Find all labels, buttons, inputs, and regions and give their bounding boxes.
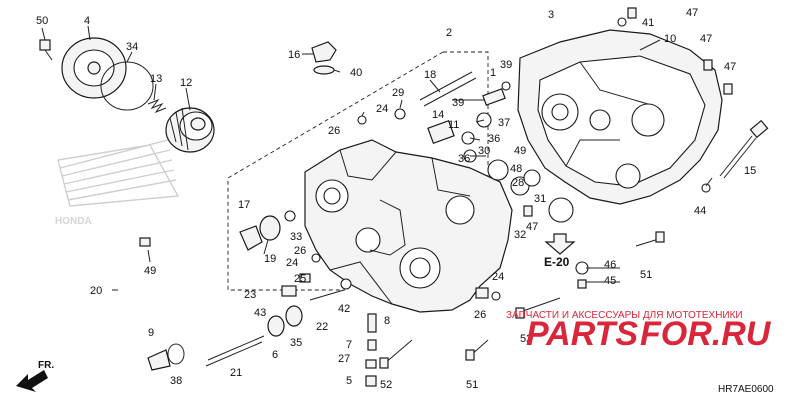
- label-26c: 26: [474, 309, 486, 321]
- label-44: 44: [694, 205, 706, 217]
- ref-arrow: [544, 233, 576, 255]
- honda-wing-logo: [57, 139, 180, 207]
- label-11: 11: [448, 119, 459, 131]
- label-18: 18: [424, 69, 436, 81]
- label-22: 22: [316, 321, 328, 333]
- leader-lines: [41, 25, 713, 291]
- label-26b: 26: [294, 245, 306, 257]
- lower-left-parts: [147, 210, 501, 387]
- label-25: 25: [294, 273, 306, 285]
- label-38: 38: [170, 375, 182, 387]
- label-13: 13: [150, 73, 162, 85]
- label-30: 30: [478, 145, 490, 157]
- label-9: 9: [148, 327, 154, 339]
- label-3: 3: [548, 9, 554, 21]
- label-28: 28: [512, 177, 524, 189]
- label-24c: 24: [492, 271, 504, 283]
- bolts: [379, 231, 665, 369]
- label-35: 35: [290, 337, 302, 349]
- label-42: 42: [338, 303, 350, 315]
- label-52b: 52: [380, 379, 392, 391]
- label-36b: 36: [458, 153, 470, 165]
- label-23: 23: [244, 289, 256, 301]
- label-6: 6: [272, 349, 278, 361]
- label-7: 7: [346, 339, 352, 351]
- label-48: 48: [510, 163, 522, 175]
- label-17: 17: [238, 199, 250, 211]
- label-10: 10: [664, 33, 676, 45]
- label-50: 50: [36, 15, 48, 27]
- label-26a: 26: [328, 125, 340, 137]
- label-39b: 39: [452, 97, 464, 109]
- front-arrow-icon: FR.: [16, 360, 54, 392]
- label-45: 45: [604, 275, 616, 287]
- label-19: 19: [264, 253, 276, 265]
- diagram-code: HR7AE0600: [718, 384, 774, 395]
- breather-tube: [115, 237, 151, 331]
- label-12: 12: [180, 77, 192, 89]
- label-4: 4: [84, 15, 90, 27]
- label-52a: 52: [520, 333, 532, 345]
- label-49b: 49: [144, 265, 156, 277]
- dipstick: [311, 41, 337, 75]
- dowels: [523, 7, 733, 217]
- crankcase-right: [517, 29, 723, 205]
- label-2: 2: [446, 27, 452, 39]
- watermark-brand-right: FOR.RU: [640, 315, 772, 353]
- label-24b: 24: [286, 257, 298, 269]
- label-41: 41: [642, 17, 654, 29]
- label-47b: 47: [700, 33, 712, 45]
- honda-watermark: HONDA: [55, 139, 180, 227]
- label-37: 37: [498, 117, 510, 129]
- label-34: 34: [126, 41, 138, 53]
- ref-label: E-20: [544, 255, 570, 269]
- label-31: 31: [534, 193, 546, 205]
- label-8: 8: [384, 315, 390, 327]
- label-47a: 47: [686, 7, 698, 19]
- label-5: 5: [346, 375, 352, 387]
- label-46: 46: [604, 259, 616, 271]
- crankcase-left: [304, 139, 513, 313]
- label-1: 1: [490, 67, 496, 79]
- honda-wordmark: HONDA: [55, 216, 92, 227]
- shift-shaft: [419, 71, 506, 107]
- label-16: 16: [288, 49, 300, 61]
- part-labels: 50 4 34 13 12 16 40 2 18 1 39 39 29 24 2…: [36, 7, 756, 391]
- label-39a: 39: [500, 59, 512, 71]
- label-24a: 24: [376, 103, 388, 115]
- label-29: 29: [392, 87, 404, 99]
- speed-sensor: [701, 119, 769, 193]
- label-21: 21: [230, 367, 242, 379]
- bolt-50: [39, 39, 53, 61]
- label-36a: 36: [488, 133, 500, 145]
- label-27: 27: [338, 353, 350, 365]
- label-47d: 47: [526, 221, 538, 233]
- label-43: 43: [254, 307, 266, 319]
- assembly-outline: [227, 51, 489, 291]
- label-32: 32: [514, 229, 526, 241]
- watermark-caption: ЗАПЧАСТИ И АКСЕССУАРЫ ДЛЯ МОТОТЕХНИКИ: [506, 310, 743, 321]
- label-14: 14: [432, 109, 444, 121]
- label-20: 20: [90, 285, 102, 297]
- label-51a: 51: [640, 269, 652, 281]
- front-label: FR.: [38, 360, 54, 371]
- label-51b: 51: [466, 379, 478, 391]
- label-49a: 49: [514, 145, 526, 157]
- filter-spring: [147, 98, 167, 114]
- label-15: 15: [744, 165, 756, 177]
- oil-filter-cover: [61, 37, 127, 99]
- label-47c: 47: [724, 61, 736, 73]
- watermark-brand-left: PARTS: [526, 315, 638, 353]
- label-40: 40: [350, 67, 362, 79]
- oil-filter: [165, 107, 215, 153]
- partsfor-watermark: ЗАПЧАСТИ И АКСЕССУАРЫ ДЛЯ МОТОТЕХНИКИ PA…: [506, 310, 772, 353]
- label-33: 33: [290, 231, 302, 243]
